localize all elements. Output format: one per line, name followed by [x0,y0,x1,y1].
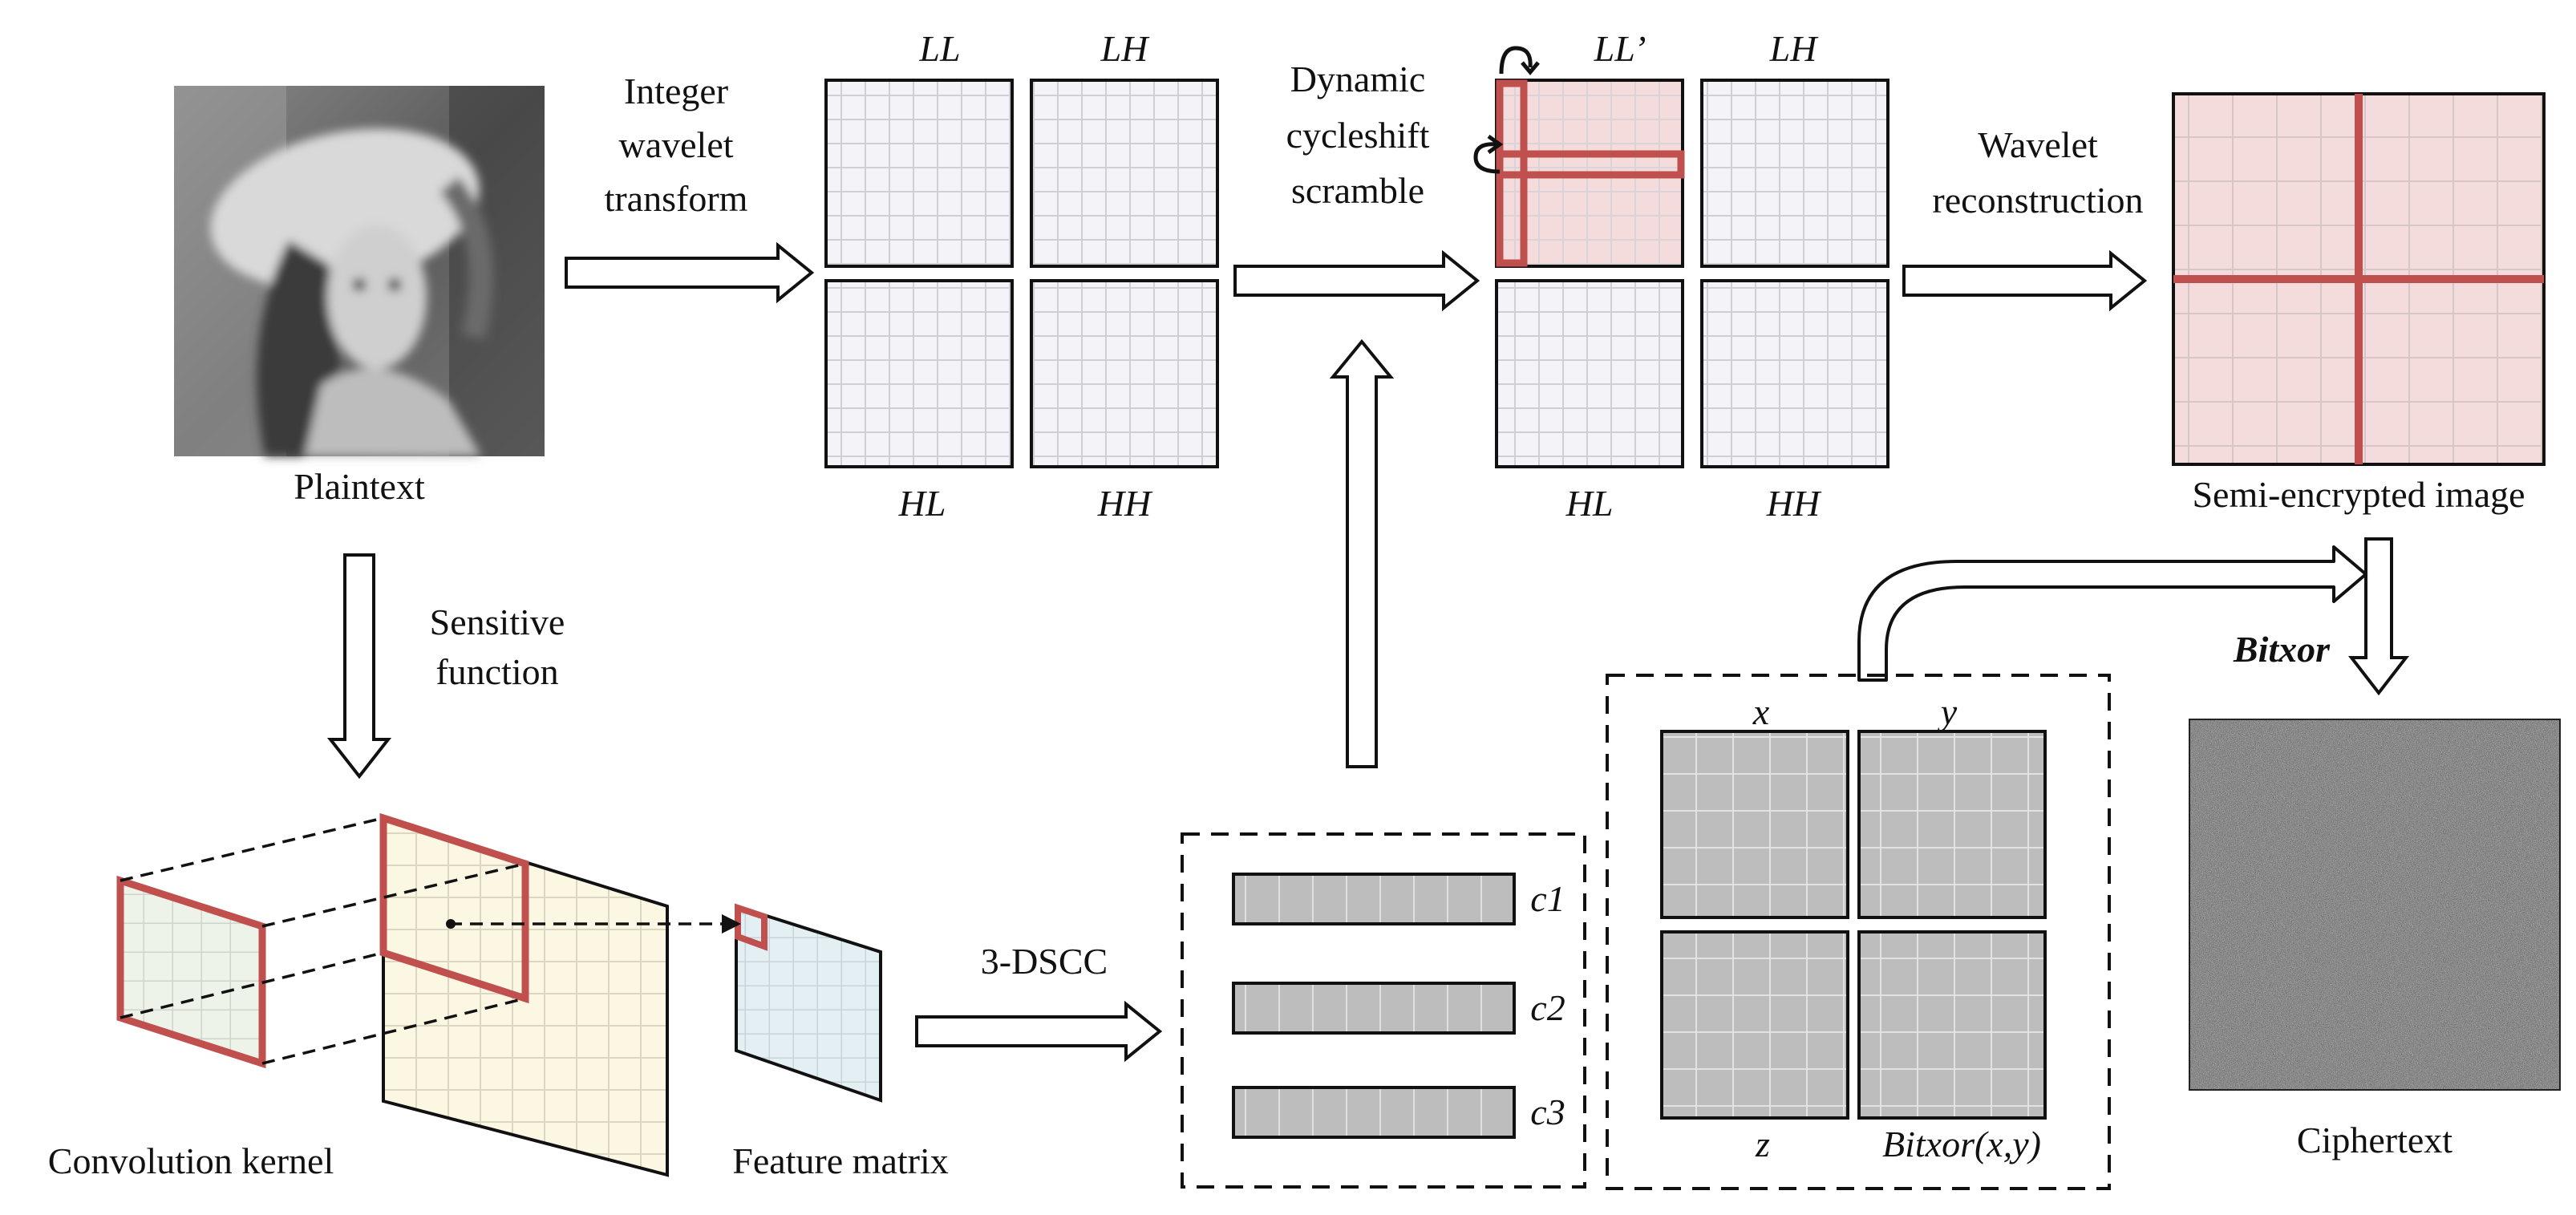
subband-lh-label: LH [1100,28,1151,69]
feature-cell-highlight [735,903,768,951]
sequence-c1-label: c1 [1530,878,1565,919]
svg-text:Integer: Integer [624,71,728,111]
subband-lh [1030,79,1219,268]
column-shift-icon [1499,46,1540,75]
chaotic-sequence-c1 [1232,873,1516,925]
svg-text:Dynamic: Dynamic [1290,59,1426,99]
row-shift-icon [1473,134,1504,174]
arrow-dscc [915,1000,1163,1063]
ciphertext-image [2189,719,2561,1091]
arrow-sensitive-function [326,553,392,780]
wavelet-reconstruction-label: Wavelet reconstruction [1932,124,2143,221]
arrow-bitxor-down [2347,537,2410,696]
svg-text:function: function [435,651,558,692]
matrix-z-label: z [1755,1124,1770,1164]
scrambled-subbands: LL’ LH [1473,28,1889,524]
subband-hh [1030,279,1219,468]
integer-wavelet-transform-label: Integer wavelet transform [605,71,748,219]
subband-hl-label-2: HL [1565,483,1614,524]
ciphertext-label: Ciphertext [2297,1120,2452,1160]
subband-ll-prime [1495,79,1685,268]
plaintext-label: Plaintext [294,466,425,507]
chaotic-sequence-c2 [1232,982,1516,1035]
svg-text:wavelet: wavelet [618,124,733,165]
matrix-bitxor-label: Bitxor(x,y) [1882,1124,2041,1164]
subband-hh-label-2: HH [1766,483,1822,524]
scramble-row-highlight [1496,150,1685,179]
wavelet-subbands: LL LH HL HH [824,28,1219,524]
subband-hh-2 [1700,279,1889,468]
subband-hl-label: HL [898,483,946,524]
convolution-kernel-label: Convolution kernel [48,1140,334,1181]
arrow-scramble [1233,249,1480,312]
subband-lh-2 [1700,79,1889,268]
subband-ll-prime-label: LL’ [1594,28,1646,69]
sequence-c2-label: c2 [1530,987,1565,1028]
matrix-y [1857,730,2047,919]
xor-matrices-box [1606,674,2111,1190]
matrix-z [1660,930,1849,1120]
svg-text:transform: transform [605,178,748,219]
subband-hl-2 [1495,279,1684,468]
feature-layer [379,812,669,1177]
arrow-up-to-scramble [1329,338,1395,768]
matrix-bitxor-xy [1857,930,2047,1120]
kernel-window [379,812,529,1004]
dscc-label: 3-DSCC [981,941,1108,982]
feature-matrix [735,903,882,1103]
arrow-reconstruct [1902,249,2148,312]
matrix-x-label: x [1752,691,1770,732]
svg-text:Wavelet: Wavelet [1978,124,2098,165]
convolution-kernel [116,875,266,1069]
subband-lh-label-2: LH [1769,28,1820,69]
projection-lines [119,816,526,1065]
sequence-box [1181,832,1586,1189]
matrix-x [1660,730,1849,919]
subband-ll-label: LL [918,28,960,69]
svg-text:cycleshift: cycleshift [1286,115,1430,156]
semi-encrypted-label: Semi-encrypted image [2192,474,2525,515]
chaotic-sequence-c3 [1232,1086,1516,1139]
matrix-y-label: y [1938,691,1958,732]
subband-hh-label: HH [1097,483,1153,524]
semi-encrypted-image [2172,92,2546,466]
subband-hl [824,279,1014,468]
arrow-transform [565,241,815,304]
bitxor-label: Bitxor [2233,629,2331,670]
plaintext-image [174,86,545,456]
dynamic-cycleshift-scramble-label: Dynamic cycleshift scramble [1286,59,1430,211]
dashed-arrow-conv [446,914,741,934]
feature-matrix-label: Feature matrix [732,1140,949,1181]
svg-text:reconstruction: reconstruction [1932,180,2143,221]
curved-arrow-xor [1857,545,2367,682]
sensitive-function-label: Sensitive function [430,601,565,692]
subband-ll [824,79,1014,268]
svg-text:Sensitive: Sensitive [430,601,565,642]
sequence-c3-label: c3 [1530,1091,1565,1132]
svg-text:scramble: scramble [1291,170,1424,211]
